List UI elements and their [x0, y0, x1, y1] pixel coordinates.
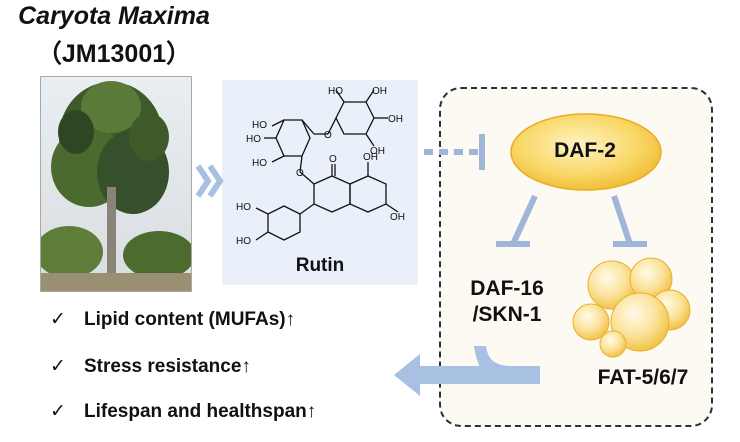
structure-label-ho-4: HO — [252, 158, 267, 169]
fat-label: FAT-5/6/7 — [597, 366, 689, 389]
lipid-droplets-icon — [572, 257, 691, 358]
rutin-structure: HO OH OH OH O HO HO HO O O OH OH HO HO — [236, 86, 405, 247]
daf2-inhibits-fat-line — [611, 195, 633, 245]
structure-label-oh-4: OH — [363, 152, 378, 163]
daf2-node — [510, 113, 662, 191]
daf16-label-line: DAF-16 — [470, 277, 544, 300]
structure-label-ho-5: HO — [236, 202, 251, 213]
structure-label-ho-2: HO — [252, 120, 267, 131]
daf2-inhibits-daf16-line — [510, 194, 538, 246]
rutin-structure-panel: HO OH OH OH O HO HO HO O O OH OH HO HO — [222, 80, 418, 285]
effect-item-lifespan: ✓ Lifespan and healthspan↑ — [50, 400, 316, 423]
species-name: Caryota Maxima — [18, 2, 210, 30]
effect-text: Lipid content (MUFAs)↑ — [84, 309, 296, 330]
check-icon: ✓ — [50, 401, 66, 422]
daf2-label: DAF-2 — [554, 139, 616, 162]
check-icon: ✓ — [50, 356, 66, 377]
chevron-right-icon — [195, 164, 224, 198]
strain-code: （JM13001） — [36, 40, 192, 68]
structure-label-oh-1: OH — [372, 86, 387, 97]
palm-tree-photo — [40, 76, 192, 292]
structure-label-oh-2: OH — [388, 114, 403, 125]
effect-text: Stress resistance↑ — [84, 356, 251, 377]
effect-text: Lifespan and healthspan↑ — [84, 401, 317, 422]
check-icon: ✓ — [50, 309, 66, 330]
effect-item-lipid: ✓ Lipid content (MUFAs)↑ — [50, 308, 295, 331]
structure-label-oh-3: OH — [370, 146, 385, 157]
result-arrow — [394, 346, 540, 396]
structure-label-ho-3: HO — [246, 134, 261, 145]
palm-tree-illustration — [41, 77, 191, 291]
effect-item-stress: ✓ Stress resistance↑ — [50, 355, 251, 378]
compound-name: Rutin — [295, 255, 345, 276]
structure-label-o-1: O — [324, 130, 332, 141]
structure-label-ho-6: HO — [236, 236, 251, 247]
skn1-label-line: /SKN-1 — [472, 303, 542, 326]
structure-label-oh-5: OH — [390, 212, 405, 223]
daf16-skn1-label: DAF-16 /SKN-1 — [452, 276, 562, 328]
structure-label-o-2: O — [296, 168, 304, 179]
structure-label-o-3: O — [329, 154, 337, 165]
structure-label-ho-1: HO — [328, 86, 343, 97]
